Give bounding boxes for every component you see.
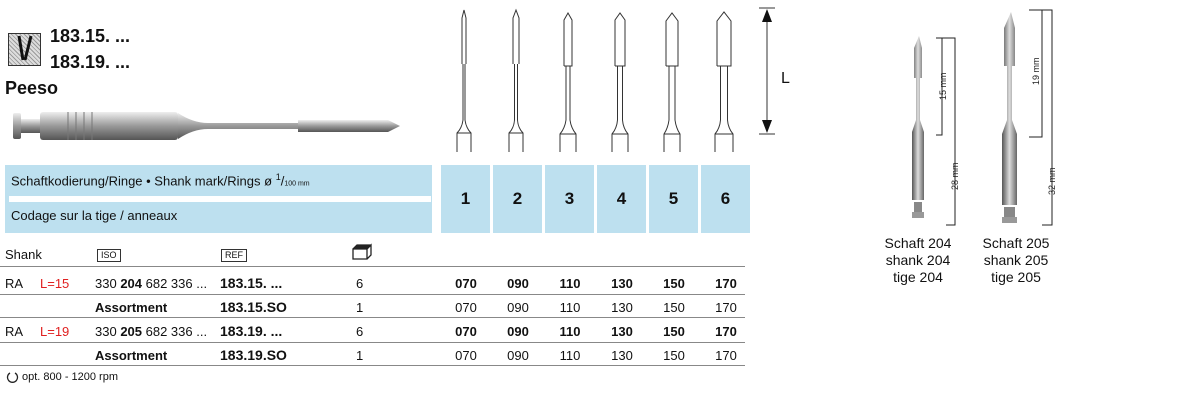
size-value: 150: [663, 276, 685, 291]
size-header-2: 2: [493, 165, 542, 233]
size-value: 090: [507, 324, 529, 339]
iso-code: 330 204 682 336 ...: [95, 276, 208, 291]
table-row: Assortment 183.15.SO 1 070 090 110 130 150 170: [0, 296, 745, 319]
size-value: 070: [455, 324, 477, 339]
size-value: 090: [507, 300, 529, 315]
size-value: 090: [507, 276, 529, 291]
size-header-5: 5: [649, 165, 698, 233]
ref-col-header: REF: [221, 249, 247, 262]
pack-qty: 6: [356, 276, 364, 291]
shank-type: RA: [5, 276, 24, 291]
shank-mark-label: Schaftkodierung/Ringe • Shank mark/Rings…: [11, 173, 276, 189]
ref-number: 183.19.SO: [220, 347, 287, 363]
size-header-4: 4: [597, 165, 646, 233]
size-value: 130: [611, 348, 633, 363]
peeso-drill-image: [13, 112, 400, 140]
size-value: 150: [663, 300, 685, 315]
band-divider: [9, 196, 431, 202]
size-value: 170: [715, 324, 737, 339]
size-value: 130: [611, 324, 633, 339]
size-value: 070: [455, 300, 477, 315]
size-value: 170: [715, 300, 737, 315]
size-value: 130: [611, 276, 633, 291]
working-length-204: 15 mm: [938, 72, 948, 100]
pack-qty: 6: [356, 324, 364, 339]
total-length-205: 32 mm: [1047, 167, 1057, 195]
length: L=19: [40, 324, 70, 339]
instrument-symbol-icon: [8, 33, 41, 66]
table-row: RA L=19 330 205 682 336 ... 183.19. ... …: [0, 320, 745, 343]
size-value: 070: [455, 276, 477, 291]
rpm-note: opt. 800 - 1200 rpm: [22, 371, 119, 383]
rotation-icon: [6, 372, 19, 383]
size-header-6: 6: [701, 165, 750, 233]
total-length-204: 28 mm: [950, 162, 960, 190]
size-value: 110: [559, 348, 581, 363]
codage-label: Codage sur la tige / anneaux: [11, 208, 178, 223]
size-value: 110: [559, 324, 581, 339]
working-length-205: 19 mm: [1031, 57, 1041, 85]
size-drawings: [456, 7, 775, 152]
shank-col-header: Shank: [5, 247, 42, 262]
size-value: 150: [663, 324, 685, 339]
package-icon: [352, 243, 372, 260]
product-code-2: 183.19. ...: [50, 52, 131, 72]
size-value: 110: [559, 300, 581, 315]
size-value: 130: [611, 300, 633, 315]
product-name: Peeso: [5, 78, 59, 98]
table-row: RA L=15 330 204 682 336 ... 183.15. ... …: [0, 272, 745, 295]
product-code-1: 183.15. ...: [50, 26, 131, 46]
size-value: 070: [455, 348, 477, 363]
size-header-1: 1: [441, 165, 490, 233]
pack-qty: 1: [356, 300, 364, 315]
iso-code: Assortment: [95, 300, 168, 315]
ref-number: 183.15.SO: [220, 299, 287, 315]
table-row: Assortment 183.19.SO 1 070 090 110 130 150 170: [0, 344, 745, 367]
size-value: 090: [507, 348, 529, 363]
iso-code: 330 205 682 336 ...: [95, 324, 208, 339]
length-label: L: [781, 70, 790, 87]
size-value: 110: [559, 276, 581, 291]
size-value: 170: [715, 276, 737, 291]
shank-images: 15 mm 28 mm 19 mm 32 mm: [912, 9, 1057, 226]
iso-code: Assortment: [95, 348, 168, 363]
size-value: 170: [715, 348, 737, 363]
length: L=15: [40, 276, 70, 291]
shank-type: RA: [5, 324, 24, 339]
size-header-3: 3: [545, 165, 594, 233]
pack-qty: 1: [356, 348, 364, 363]
ref-number: 183.19. ...: [220, 323, 283, 339]
iso-col-header: ISO: [97, 249, 121, 262]
ref-number: 183.15. ...: [220, 275, 283, 291]
shank-mark-header: Schaftkodierung/Ringe • Shank mark/Rings…: [5, 165, 432, 233]
size-value: 150: [663, 348, 685, 363]
